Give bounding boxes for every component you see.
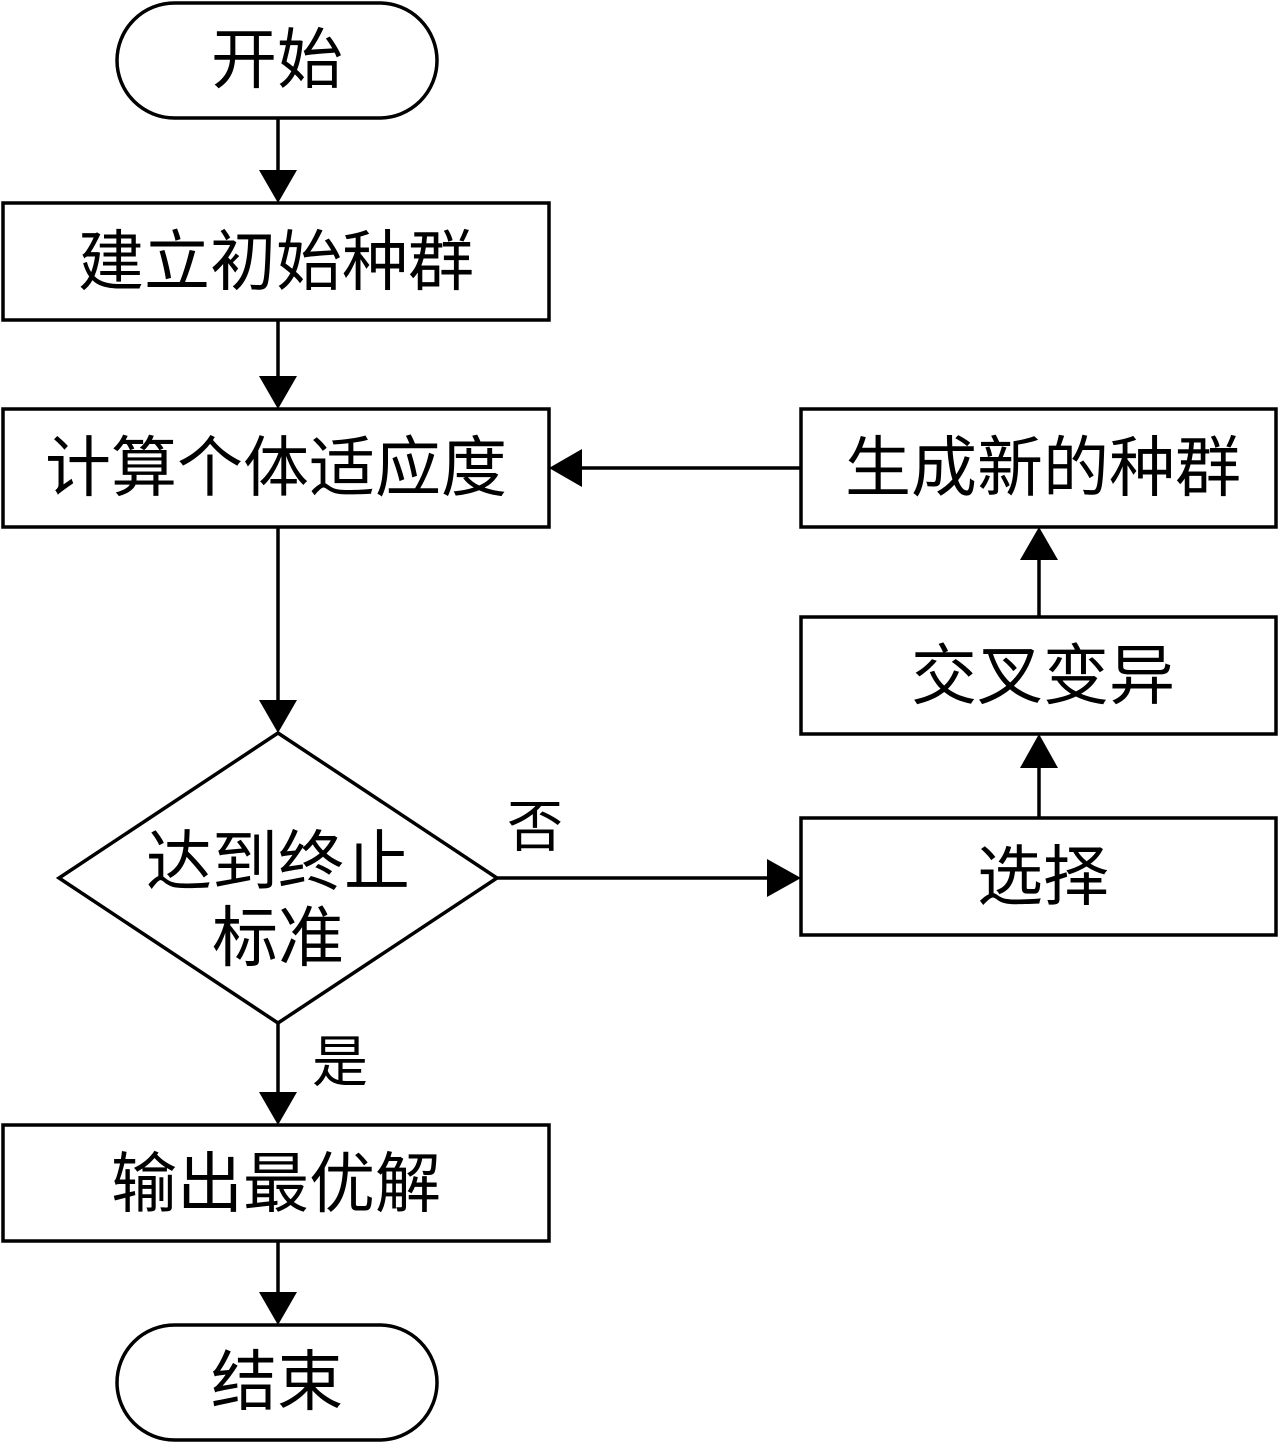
- yes-edge-label: 是: [312, 1031, 368, 1096]
- node-compute-fitness: 计算个体适应度: [1, 407, 551, 529]
- arrowhead-icon: [259, 1292, 297, 1325]
- process-box: [1, 407, 551, 529]
- connectors: [259, 118, 1058, 1325]
- selection-label: 选择: [977, 839, 1109, 916]
- arrowhead-icon: [259, 700, 297, 733]
- new-population-label: 生成新的种群: [845, 430, 1241, 507]
- arrowhead-icon: [259, 376, 297, 409]
- node-output-best: 输出最优解: [1, 1123, 551, 1243]
- crossover-mutation-label: 交叉变异: [911, 638, 1175, 715]
- no-edge-label: 否: [507, 796, 563, 861]
- process-box: [799, 816, 1278, 937]
- arrowhead-icon: [259, 170, 297, 203]
- node-termination-check: 达到终止 标准: [55, 730, 501, 1026]
- node-new-population: 生成新的种群: [799, 407, 1278, 529]
- output-best-label: 输出最优解: [111, 1146, 441, 1223]
- node-init-population: 建立初始种群: [1, 201, 551, 322]
- terminal-shape: [115, 1323, 439, 1442]
- arrowhead-icon: [1020, 527, 1058, 560]
- init-population-label: 建立初始种群: [78, 224, 474, 301]
- termination-check-label-line1: 达到终止: [146, 824, 410, 901]
- node-selection: 选择: [799, 816, 1278, 937]
- node-end: 结束: [115, 1323, 439, 1442]
- compute-fitness-label: 计算个体适应度: [45, 430, 507, 507]
- terminal-shape: [115, 1, 439, 120]
- arrowhead-icon: [767, 859, 801, 897]
- process-box: [799, 407, 1278, 529]
- process-box: [1, 201, 551, 322]
- end-label: 结束: [211, 1344, 343, 1421]
- arrowhead-icon: [259, 1092, 297, 1125]
- node-start: 开始: [115, 1, 439, 120]
- process-box: [799, 615, 1278, 736]
- arrowhead-icon: [1020, 734, 1058, 768]
- node-crossover-mutation: 交叉变异: [799, 615, 1278, 736]
- process-box: [1, 1123, 551, 1243]
- decision-diamond: [55, 730, 501, 1026]
- start-label: 开始: [211, 22, 343, 99]
- termination-check-label-line2: 标准: [212, 900, 344, 977]
- arrowhead-icon: [549, 449, 582, 487]
